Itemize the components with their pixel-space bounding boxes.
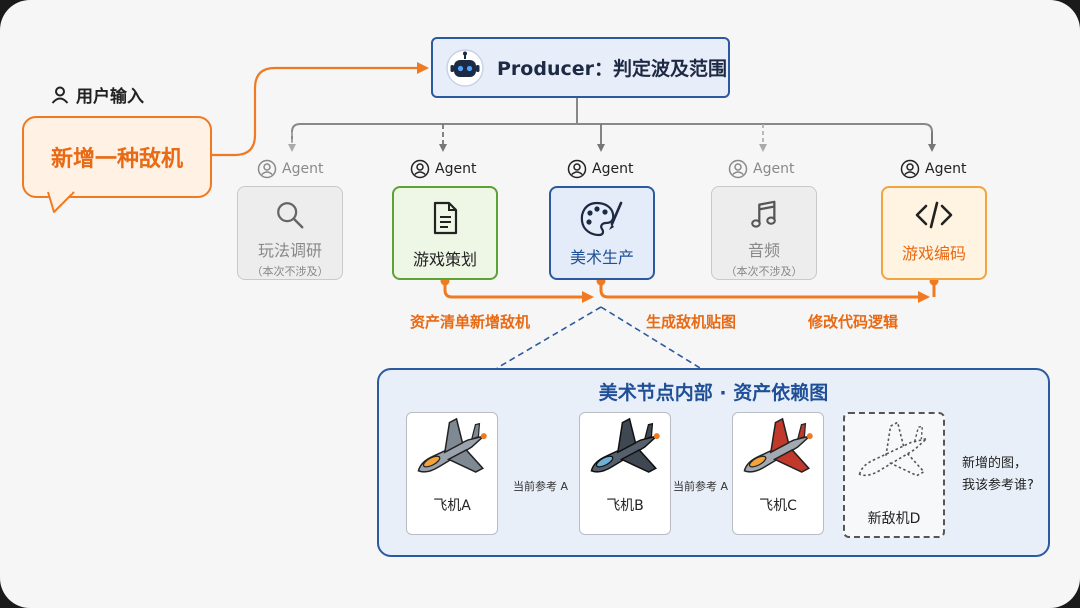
document-icon bbox=[433, 201, 458, 235]
reference-label-b: 当前参考 A bbox=[513, 480, 569, 493]
plane-card-a: 飞机A bbox=[406, 412, 498, 535]
question-text: 新增的图， 我该参考谁? bbox=[962, 456, 1034, 493]
agent-label-audio: Agent bbox=[728, 159, 794, 179]
fighter-jet-icon bbox=[743, 417, 813, 473]
agent-label-research: Agent bbox=[257, 159, 323, 179]
user-to-producer-arrow bbox=[209, 62, 429, 157]
reference-label-c: 当前参考 A bbox=[673, 480, 729, 493]
agent-card-design: 游戏策划 bbox=[392, 186, 498, 280]
agent-card-research: 玩法调研 （本次不涉及） bbox=[237, 186, 343, 280]
agent-icon bbox=[900, 159, 920, 179]
plane-name-a: 飞机A bbox=[433, 498, 471, 514]
music-icon bbox=[751, 200, 776, 228]
plane-name-c: 飞机C bbox=[759, 498, 797, 514]
agent-icon bbox=[410, 159, 430, 179]
agent-card-art: 美术生产 bbox=[549, 186, 655, 280]
code-icon bbox=[915, 201, 953, 229]
fighter-jet-icon bbox=[590, 417, 660, 473]
plane-card-b: 飞机B bbox=[579, 412, 671, 535]
bubble-tail bbox=[47, 190, 75, 213]
flow-label-generate-texture: 生成敌机贴图 bbox=[646, 313, 737, 331]
agent-card-audio: 音频 （本次不涉及） bbox=[711, 186, 817, 280]
user-message-text: 新增一种敌机 bbox=[50, 147, 183, 172]
flow-label-asset-list: 资产清单新增敌机 bbox=[410, 313, 531, 331]
producer-label: Producer：判定波及范围 bbox=[497, 58, 727, 80]
producer-node: Producer：判定波及范围 bbox=[431, 37, 730, 98]
user-icon bbox=[51, 86, 69, 104]
agent-label-art: Agent bbox=[567, 159, 633, 179]
flow-label-modify-code: 修改代码逻辑 bbox=[808, 313, 899, 331]
robot-icon bbox=[446, 48, 484, 87]
agent-label-code: Agent bbox=[900, 159, 966, 179]
plane-card-new-d: 新敌机D bbox=[843, 412, 945, 538]
agent-icon bbox=[567, 159, 587, 179]
agent-icon bbox=[257, 159, 277, 179]
agent-label-design: Agent bbox=[410, 159, 476, 179]
search-icon bbox=[277, 202, 304, 229]
plane-card-c: 飞机C bbox=[732, 412, 824, 535]
palette-icon bbox=[580, 201, 623, 237]
agent-card-code: 游戏编码 bbox=[881, 186, 987, 280]
agent-icon bbox=[728, 159, 748, 179]
fighter-jet-icon bbox=[417, 417, 487, 473]
plane-name-d: 新敌机D bbox=[867, 511, 921, 527]
plane-outline-icon bbox=[858, 421, 928, 477]
user-message-bubble: 新增一种敌机 bbox=[22, 116, 212, 198]
plane-name-b: 飞机B bbox=[606, 498, 644, 514]
art-dependency-title: 美术节点内部 · 资产依赖图 bbox=[598, 382, 829, 404]
user-input-label: 用户输入 bbox=[50, 82, 144, 107]
